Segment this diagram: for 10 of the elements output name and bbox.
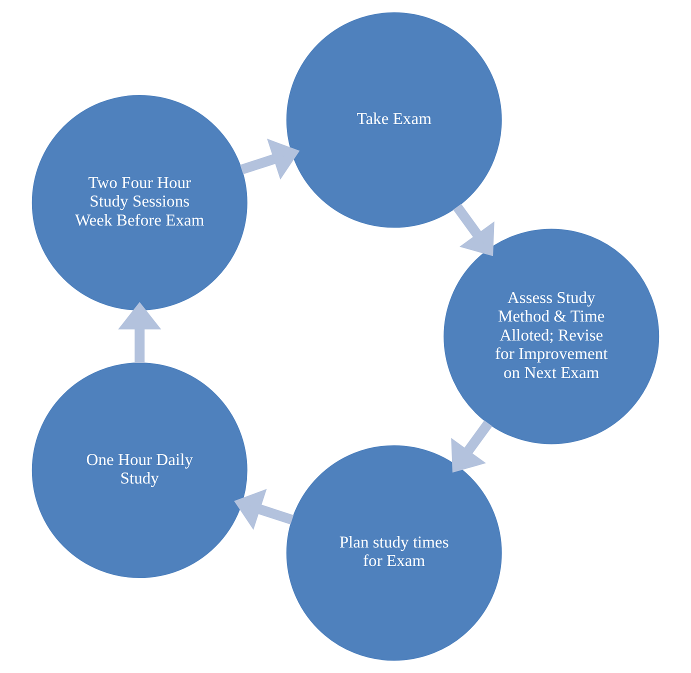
node-circle: Two Four Hour Study Sessions Week Before Exam <box>32 94 248 310</box>
node-circle: Plan study times for Exam <box>286 445 502 661</box>
arrow <box>234 488 294 530</box>
node-circle: One Hour Daily Study <box>32 362 248 578</box>
node-circle: Take Exam <box>286 12 502 228</box>
arrow <box>451 420 492 473</box>
node-circle: Assess Study Method & Time Alloted; Revise for Improvement on Next Exam <box>444 228 660 444</box>
arrow <box>240 138 300 180</box>
arrow <box>453 204 494 256</box>
arrow <box>118 302 162 363</box>
